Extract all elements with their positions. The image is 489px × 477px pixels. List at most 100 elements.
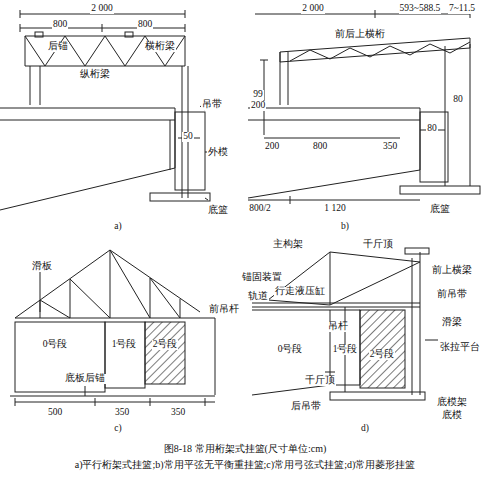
- part-label: 滑板: [31, 262, 53, 272]
- drawing-stroke: [20, 24, 21, 32]
- part-label: 1号段: [111, 340, 138, 350]
- part-label: 前吊杆: [208, 305, 240, 315]
- drawing-stroke: [25, 36, 26, 66]
- subfigure-caption: a)平行桁架式挂篮;b)常用平弦无平衡重挂篮;c)常用弓弦式挂篮;d)常用菱形挂…: [74, 460, 417, 470]
- drawing-stroke: [15, 318, 215, 319]
- part-label: 1号段: [332, 345, 359, 355]
- part-label: 前吊带: [436, 290, 468, 300]
- part-label: 后锚: [47, 42, 69, 52]
- drawing-stroke: [375, 14, 470, 15]
- drawing-stroke: [102, 24, 103, 32]
- part-label: 底模架: [436, 398, 468, 408]
- part-label: 80: [452, 95, 464, 105]
- drawing-stroke: [325, 372, 335, 373]
- drawing-stroke: [330, 392, 425, 400]
- drawing-stroke: [145, 322, 185, 384]
- drawing-stroke: [255, 14, 375, 15]
- part-label: 底篮: [429, 205, 451, 215]
- drawing-stroke: [0, 120, 175, 121]
- drawing-stroke: [85, 386, 86, 396]
- drawing-stroke: [260, 60, 268, 61]
- part-label: 行走液压缸: [274, 287, 326, 297]
- part-label: 200: [264, 142, 280, 152]
- part-label: 锚固装置: [241, 273, 283, 283]
- drawing-stroke: [205, 198, 208, 200]
- part-label: 2号段: [369, 350, 396, 360]
- part-label: 99: [252, 90, 264, 100]
- part-label: 80: [426, 124, 438, 134]
- part-label: 800: [52, 20, 68, 30]
- drawing-stroke: [252, 310, 360, 395]
- drawing-stroke: [10, 396, 215, 397]
- figure-caption: 图8-18 常用桁架式挂篮(尺寸单位:cm): [163, 444, 328, 454]
- drawing-stroke: [25, 36, 185, 66]
- drawing-stroke: [35, 32, 43, 37]
- drawing-stroke: [252, 303, 420, 304]
- drawing-stroke: [20, 14, 185, 15]
- drawing-stroke: [150, 193, 210, 201]
- drawing-stroke: [215, 318, 216, 395]
- part-label: 千斤顶: [304, 376, 336, 386]
- drawing-stroke: [288, 52, 289, 105]
- part-label: 800/2: [248, 204, 272, 214]
- part-label: 350: [114, 408, 130, 418]
- drawing-stroke: [400, 186, 480, 194]
- part-label: 轨道: [247, 292, 269, 302]
- part-label: 500: [47, 408, 63, 418]
- part-label: 后吊带: [290, 402, 322, 412]
- part-label: 200: [250, 101, 266, 111]
- part-label: 主构架: [272, 240, 304, 250]
- drawing-stroke: [205, 398, 206, 406]
- figure-d: [252, 248, 438, 400]
- drawing-stroke: [15, 402, 215, 403]
- part-label: 纵桁梁: [79, 70, 111, 80]
- drawing-stroke: [0, 108, 175, 210]
- drawing-stroke: [185, 36, 186, 66]
- drawing-stroke: [420, 112, 448, 182]
- part-label: 吊杆: [327, 322, 349, 332]
- drawing-stroke: [185, 10, 186, 18]
- part-label: 2号段: [152, 340, 179, 350]
- drawing-stroke: [150, 398, 151, 406]
- drawing-stroke: [15, 398, 16, 406]
- part-label: 底模: [441, 411, 463, 421]
- part-label: 前上横梁: [431, 266, 473, 276]
- drawing-stroke: [25, 66, 185, 67]
- part-label: 800: [312, 142, 328, 152]
- part-label: 0号段: [42, 340, 69, 350]
- drawing-stroke: [15, 322, 105, 392]
- drawing-stroke: [40, 270, 41, 312]
- part-label: 1 120: [323, 204, 346, 214]
- drawing-stroke: [290, 42, 470, 61]
- figure-b: [248, 10, 480, 204]
- drawing-stroke: [470, 44, 471, 186]
- part-label: 593~588.5: [399, 4, 442, 14]
- part-label: d): [360, 424, 370, 434]
- part-label: 滑梁: [441, 318, 463, 328]
- drawing-stroke: [40, 66, 41, 105]
- part-label: 底篮: [207, 206, 229, 216]
- drawing-stroke: [20, 10, 21, 18]
- drawing-stroke: [360, 310, 405, 388]
- drawing-stroke: [445, 46, 446, 186]
- part-label: 横桁梁: [144, 42, 176, 52]
- figure-a: [0, 10, 210, 210]
- part-label: 2 000: [301, 4, 324, 14]
- drawing-stroke: [268, 252, 420, 305]
- drawing-stroke: [170, 120, 171, 170]
- part-label: 张拉平台: [439, 343, 481, 353]
- drawing-stroke: [15, 250, 200, 318]
- drawing-stroke: [30, 66, 31, 105]
- drawing-stroke: [405, 248, 429, 254]
- figure-c: [10, 250, 215, 406]
- part-label: 0号段: [277, 345, 304, 355]
- drawing-stroke: [290, 196, 291, 204]
- drawing-stroke: [420, 252, 421, 395]
- drawing-stroke: [248, 108, 420, 198]
- part-label: 2 000: [90, 4, 113, 14]
- drawing-stroke: [264, 138, 400, 139]
- drawing-stroke: [248, 200, 420, 201]
- drawing-stroke: [95, 398, 96, 406]
- part-label: 800: [137, 20, 153, 30]
